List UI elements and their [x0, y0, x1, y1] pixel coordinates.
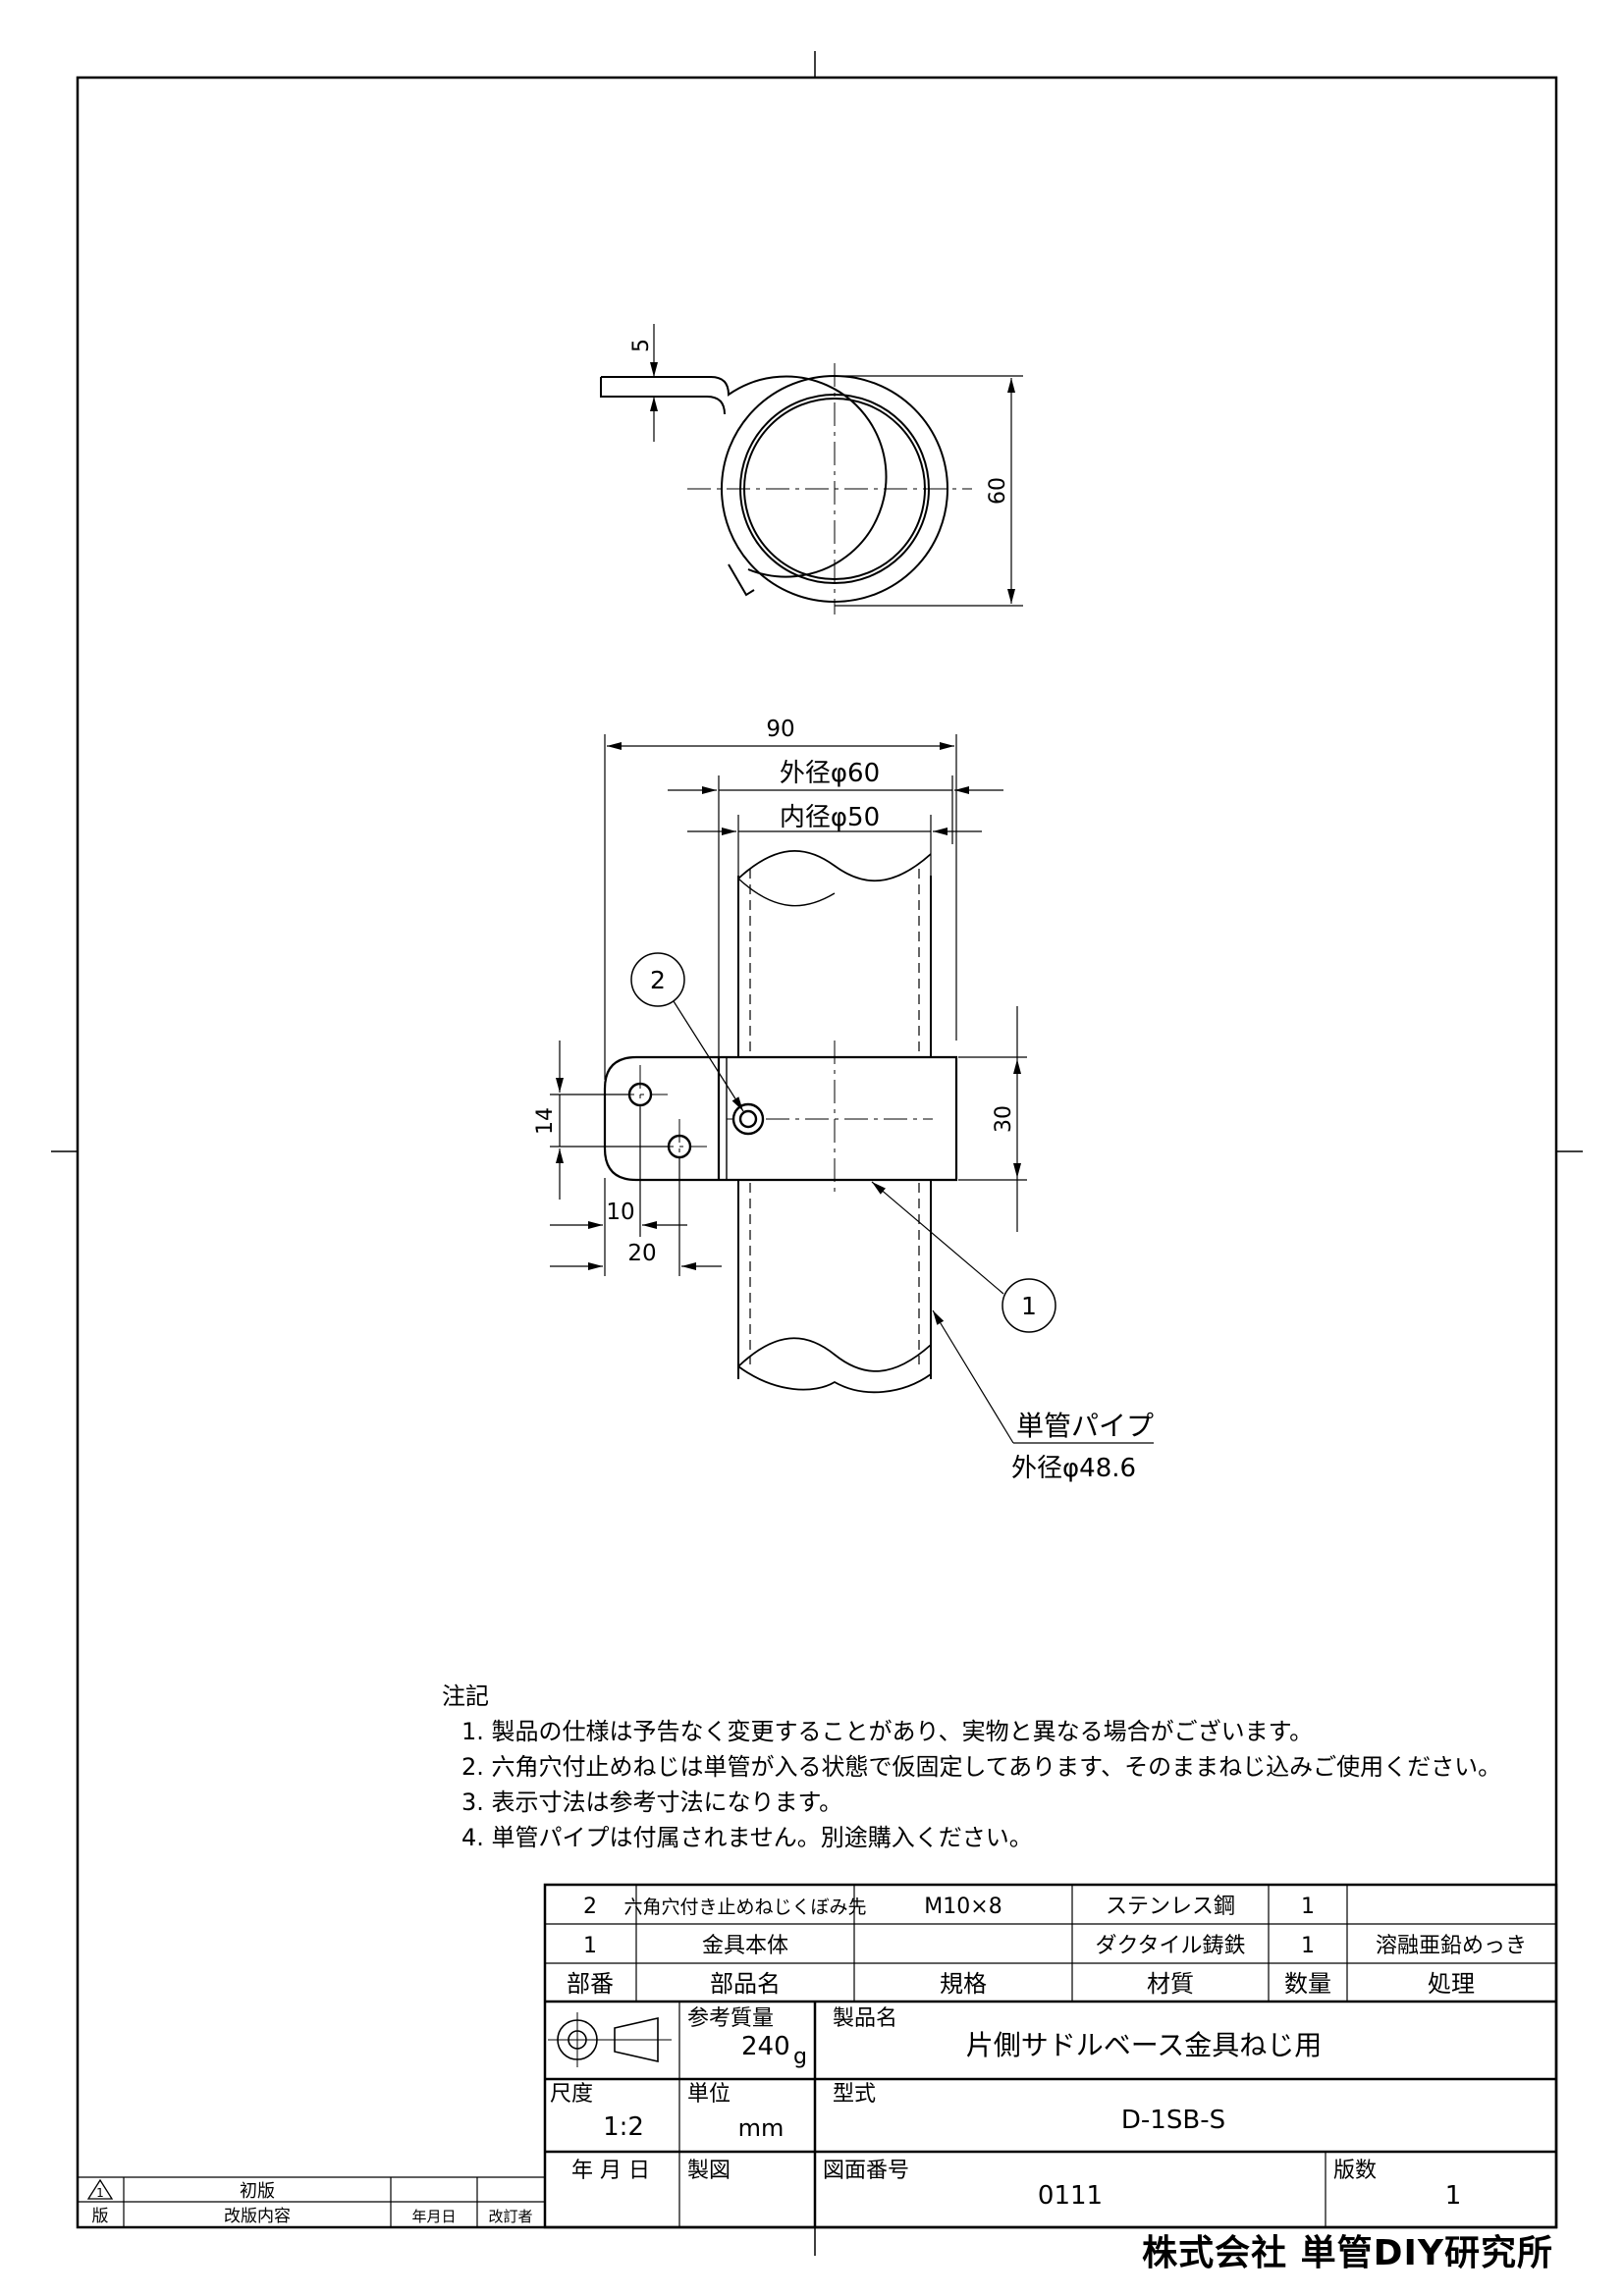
- bolt-holes: [627, 1082, 692, 1159]
- pipe-hidden-lines: [749, 869, 920, 1364]
- part2-material: ステンレス鋼: [1106, 1895, 1235, 1919]
- projection-symbol: [548, 2012, 672, 2067]
- company-name: 株式会社 単管DIY研究所: [1142, 2233, 1553, 2273]
- revision-col-ban: 版: [92, 2207, 109, 2226]
- revision-col-reviser: 改訂者: [488, 2208, 532, 2225]
- dim-hole-pitch: [550, 1041, 668, 1200]
- header-material: 材質: [1147, 1970, 1194, 1998]
- balloon-2-label: 2: [650, 966, 666, 994]
- dim-hole-offsets: [550, 1107, 722, 1276]
- header-spec: 規格: [940, 1970, 987, 1998]
- date-label: 年 月 日: [571, 2159, 650, 2183]
- notes-title: 注記: [442, 1682, 489, 1710]
- part2-spec: M10×8: [924, 1895, 1001, 1919]
- pipe-label-name: 単管パイプ: [1016, 1410, 1154, 1442]
- dim-90-label: 90: [766, 717, 794, 742]
- set-screw: [731, 1102, 765, 1136]
- part1-qty: 1: [1301, 1934, 1315, 1958]
- dim-band-width: [958, 1006, 1027, 1232]
- part2-name: 六角穴付き止めねじくぼみ先: [623, 1896, 866, 1918]
- model-label: 型式: [833, 2082, 876, 2107]
- unit-label: 単位: [687, 2082, 731, 2107]
- revision-symbol-number: 1: [96, 2186, 104, 2200]
- scale-label: 尺度: [550, 2082, 593, 2107]
- revision-col-date: 年月日: [411, 2208, 456, 2225]
- header-part-name: 部品名: [710, 1970, 781, 1998]
- part1-treatment: 溶融亜鉛めっき: [1376, 1934, 1527, 1958]
- notes-block: 注記 1. 製品の仕様は予告なく変更することがあり、実物と異なる場合がございます…: [442, 1679, 1501, 1855]
- model-value: D-1SB-S: [1121, 2106, 1225, 2135]
- dim-inner-diameter: [687, 815, 982, 876]
- header-part-no: 部番: [567, 1970, 614, 1998]
- product-label: 製品名: [833, 2006, 897, 2031]
- pipe-label-dia: 外径φ48.6: [1011, 1454, 1136, 1483]
- dim-outer-dia-label: 外径φ60: [780, 759, 880, 788]
- dim-14-label: 14: [533, 1107, 558, 1135]
- note-item: 1. 製品の仕様は予告なく変更することがあり、実物と異なる場合がございます。: [461, 1718, 1314, 1745]
- dim-flange-thickness: [601, 324, 677, 442]
- balloon-1-label: 1: [1021, 1292, 1037, 1320]
- revision-table-grid: [78, 2176, 545, 2227]
- part1-name: 金具本体: [702, 1934, 788, 1958]
- note-item: 3. 表示寸法は参考寸法になります。: [461, 1789, 843, 1816]
- revision-first-edition: 初版: [240, 2181, 275, 2202]
- header-treatment: 処理: [1428, 1970, 1475, 1998]
- dim-10-label: 10: [606, 1200, 634, 1225]
- part2-qty: 1: [1301, 1895, 1315, 1919]
- pipe-leader: [932, 1309, 1154, 1444]
- part1-material: ダクタイル鋳鉄: [1095, 1934, 1245, 1958]
- clamp-end-centerlines: [687, 363, 972, 614]
- dim-30-label: 30: [992, 1105, 1016, 1133]
- dim-outer-diameter: [668, 775, 1003, 1057]
- balloon-1: 1: [871, 1181, 1056, 1333]
- drawn-label: 製図: [687, 2159, 731, 2183]
- part1-no: 1: [583, 1934, 597, 1958]
- header-qty: 数量: [1284, 1970, 1331, 1998]
- mass-label: 参考質量: [687, 2006, 774, 2031]
- dim-clamp-height: [835, 375, 1023, 607]
- dim-5-label: 5: [629, 339, 654, 352]
- drawing-no-label: 図面番号: [823, 2159, 909, 2183]
- mass-value: 240: [741, 2032, 790, 2061]
- dim-overall-width: [604, 734, 957, 1080]
- revision-col-content: 改版内容: [224, 2207, 291, 2226]
- dim-inner-dia-label: 内径φ50: [780, 803, 880, 832]
- mass-unit: g: [793, 2045, 807, 2069]
- title-block-grid: [543, 1883, 1558, 2229]
- product-name: 片側サドルベース金具ねじ用: [966, 2029, 1323, 2061]
- edition-value: 1: [1445, 2181, 1462, 2211]
- dim-20-label: 20: [627, 1241, 656, 1266]
- unit-value: mm: [738, 2114, 785, 2142]
- scale-value: 1:2: [603, 2112, 644, 2142]
- balloon-2: 2: [630, 952, 744, 1112]
- drawing-no-value: 0111: [1038, 2181, 1103, 2211]
- edition-label: 版数: [1333, 2159, 1377, 2183]
- note-item: 2. 六角穴付止めねじは単管が入る状態で仮固定してあります、そのままねじ込みご使…: [461, 1753, 1502, 1781]
- part2-no: 2: [583, 1895, 597, 1919]
- dim-60-label: 60: [986, 477, 1010, 505]
- note-item: 4. 単管パイプは付属されません。別途購入ください。: [461, 1824, 1033, 1851]
